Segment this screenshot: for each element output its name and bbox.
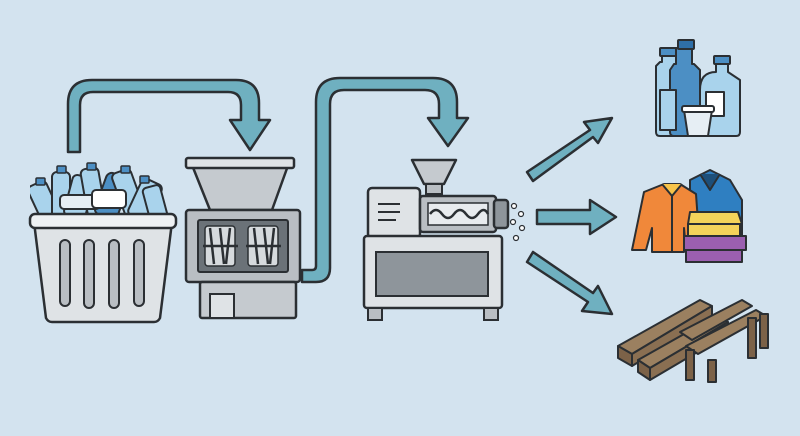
textiles-icon — [631, 169, 747, 263]
arrow-bin-to-shredder — [66, 78, 272, 154]
shredder-machine-icon — [184, 156, 302, 320]
extruder-machine-icon — [362, 158, 510, 321]
plastic-bottles-icon — [655, 39, 741, 137]
plastic-lumber-bench-icon — [617, 299, 769, 383]
recycling-bin-icon — [28, 162, 178, 324]
arrow-to-lumber — [525, 250, 614, 316]
plastic-pellets — [509, 202, 526, 242]
arrow-to-clothing — [535, 198, 618, 236]
bin-bottles — [30, 162, 169, 222]
arrow-to-bottles — [525, 116, 614, 183]
arrow-shredder-to-extruder — [300, 76, 470, 284]
